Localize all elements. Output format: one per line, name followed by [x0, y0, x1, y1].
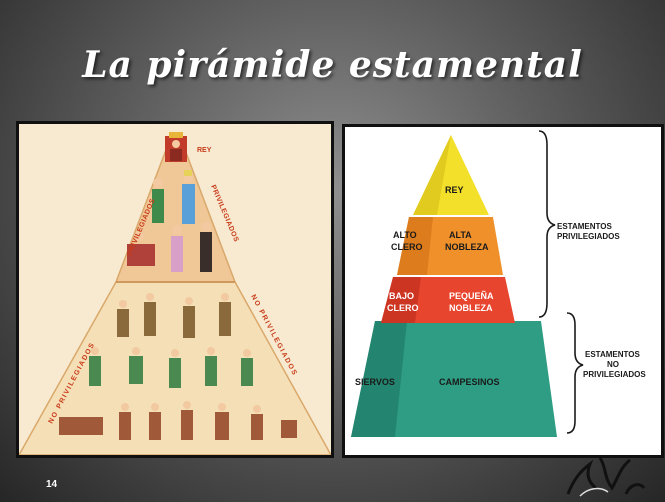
bajo-clero-label-1: BAJO: [389, 291, 414, 301]
king-figure: [165, 132, 187, 162]
illustrated-pyramid-panel: REY: [16, 121, 334, 458]
privileged-brace: [538, 130, 556, 318]
colored-pyramid: REY ALTO CLERO ALTA NOBLEZA BAJO CLERO P…: [351, 130, 646, 437]
estamentos-no-privilegiados-label-2: NO: [607, 360, 619, 369]
siervos-label: SIERVOS: [355, 377, 395, 387]
bajo-clero-label-2: CLERO: [387, 303, 419, 313]
peasant-figures: [59, 293, 297, 440]
estamentos-no-privilegiados-label-1: ESTAMENTOS: [585, 350, 640, 359]
clergy-figures: [152, 170, 195, 224]
alta-nobleza-label-2: NOBLEZA: [445, 242, 489, 252]
slide-number: 14: [46, 479, 58, 490]
colored-pyramid-panel: REY ALTO CLERO ALTA NOBLEZA BAJO CLERO P…: [342, 124, 664, 458]
estamentos-no-privilegiados-label-3: PRIVILEGIADOS: [583, 370, 646, 379]
rey-label: REY: [197, 147, 212, 154]
nobility-figures: [127, 222, 212, 272]
campesinos-label: CAMPESINOS: [439, 377, 500, 387]
estamentos-privilegiados-label-1: ESTAMENTOS: [557, 222, 612, 231]
alto-clero-label-2: CLERO: [391, 242, 423, 252]
alta-nobleza-label-1: ALTA: [449, 230, 472, 240]
decorative-flourish-icon: [566, 457, 646, 497]
non-privileged-brace: [566, 312, 584, 434]
rey-label: REY: [445, 185, 464, 195]
estamentos-privilegiados-label-2: PRIVILEGIADOS: [557, 232, 620, 241]
illustrated-pyramid: REY: [17, 132, 333, 456]
pequena-nobleza-label-2: NOBLEZA: [449, 303, 493, 313]
alto-clero-label-1: ALTO: [393, 230, 417, 240]
slide-title: La pirámide estamental: [82, 44, 583, 86]
pequena-nobleza-label-1: PEQUEÑA: [449, 291, 494, 301]
